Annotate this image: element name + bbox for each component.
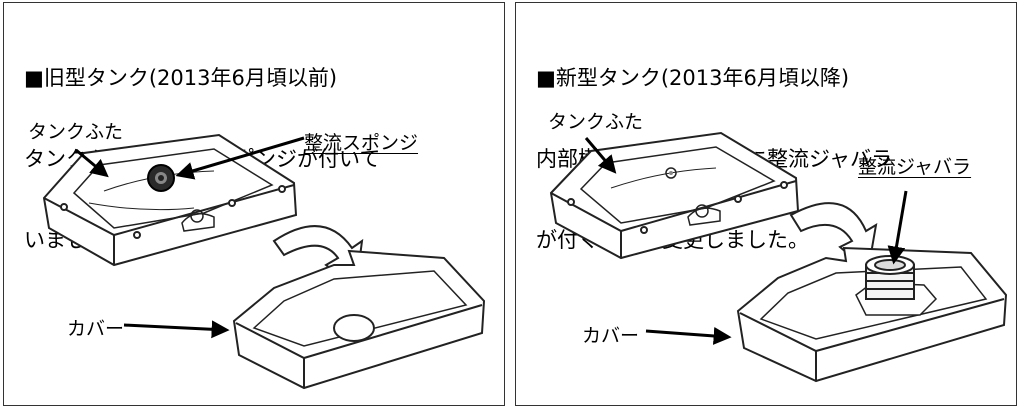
cover-pointer-arrow: [645, 326, 732, 345]
new-tank-panel: ■新型タンク(2013年6月頃以降) 内部樹脂タンクカバーに整流ジャバラ が付く…: [515, 2, 1017, 406]
cover-pointer-arrow: [123, 320, 230, 339]
heading-line-1: ■新型タンク(2013年6月頃以降): [536, 66, 850, 90]
cover-label: カバー: [67, 318, 125, 340]
tank-lid-drawing: [549, 131, 800, 260]
heading-line-1: ■旧型タンク(2013年6月頃以前): [24, 66, 338, 90]
bellows-pointer-arrow: [887, 190, 908, 265]
bellows-icon: [855, 255, 938, 316]
lid-pointer-arrow: [584, 137, 617, 174]
sponge-icon: [147, 164, 175, 192]
old-tank-illustration: [42, 133, 486, 390]
cover-label: カバー: [582, 325, 640, 347]
old-tank-panel: ■旧型タンク(2013年6月頃以前) タンクふた底に整流スポンジが付いて いまし…: [3, 2, 505, 406]
lid-label: タンクふた: [548, 111, 644, 133]
lid-label: タンクふた: [28, 121, 124, 143]
sponge-label: 整流スポンジ: [304, 132, 419, 154]
bellows-label: 整流ジャバラ: [858, 156, 972, 178]
sponge-pointer-arrow: [175, 136, 305, 180]
lid-pointer-arrow: [75, 148, 109, 178]
new-tank-illustration: [549, 131, 1008, 383]
cover-drawing: [232, 249, 486, 390]
